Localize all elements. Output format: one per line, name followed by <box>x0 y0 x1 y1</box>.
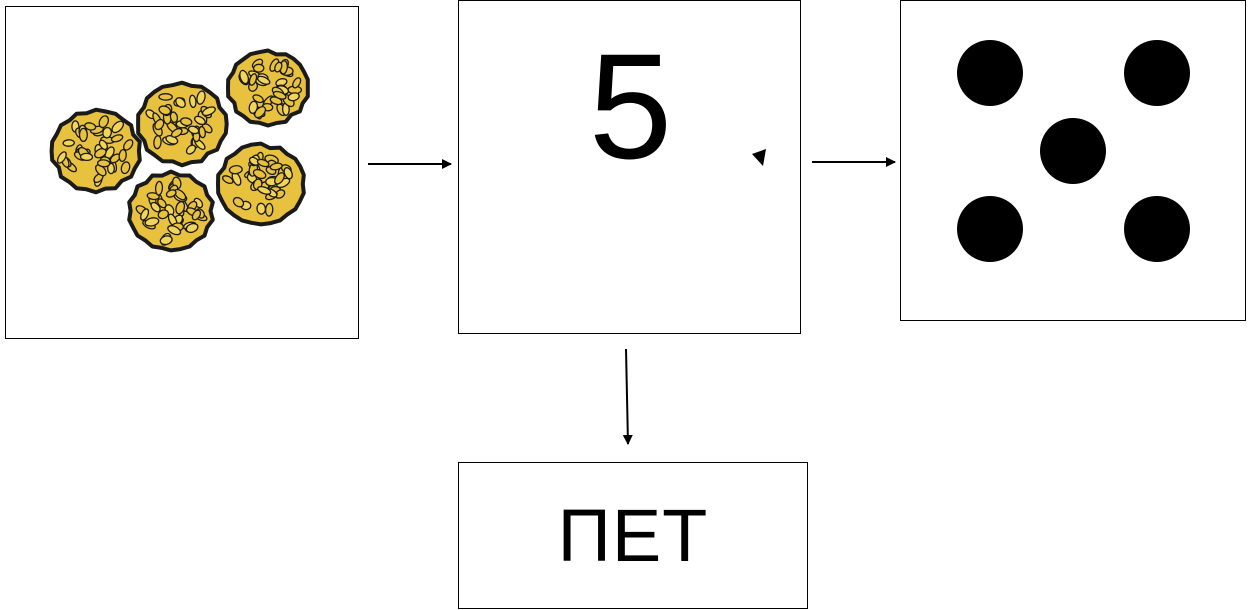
objects-picture-box <box>5 6 359 339</box>
numeral-box: 5 <box>458 0 801 334</box>
dot-2 <box>1124 40 1190 106</box>
number-word: ПЕТ <box>557 494 709 577</box>
sesame-candy-ball <box>226 48 310 128</box>
dot-pattern <box>957 40 1190 262</box>
sesame-candy-ball <box>127 169 215 253</box>
number-word-box: ПЕТ <box>458 462 808 609</box>
dot-4 <box>957 196 1023 262</box>
sesame-candies-illustration <box>49 48 310 253</box>
dots-box <box>900 0 1246 321</box>
dot-3 <box>1040 118 1106 184</box>
sesame-candy-ball <box>49 107 142 195</box>
sesame-candy-ball <box>216 141 306 227</box>
dot-1 <box>957 40 1023 106</box>
sesame-candy-ball <box>136 80 229 168</box>
arrow-numeral-to-word <box>622 348 633 445</box>
dot-5 <box>1124 196 1190 262</box>
numeral-five: 5 <box>588 22 673 190</box>
